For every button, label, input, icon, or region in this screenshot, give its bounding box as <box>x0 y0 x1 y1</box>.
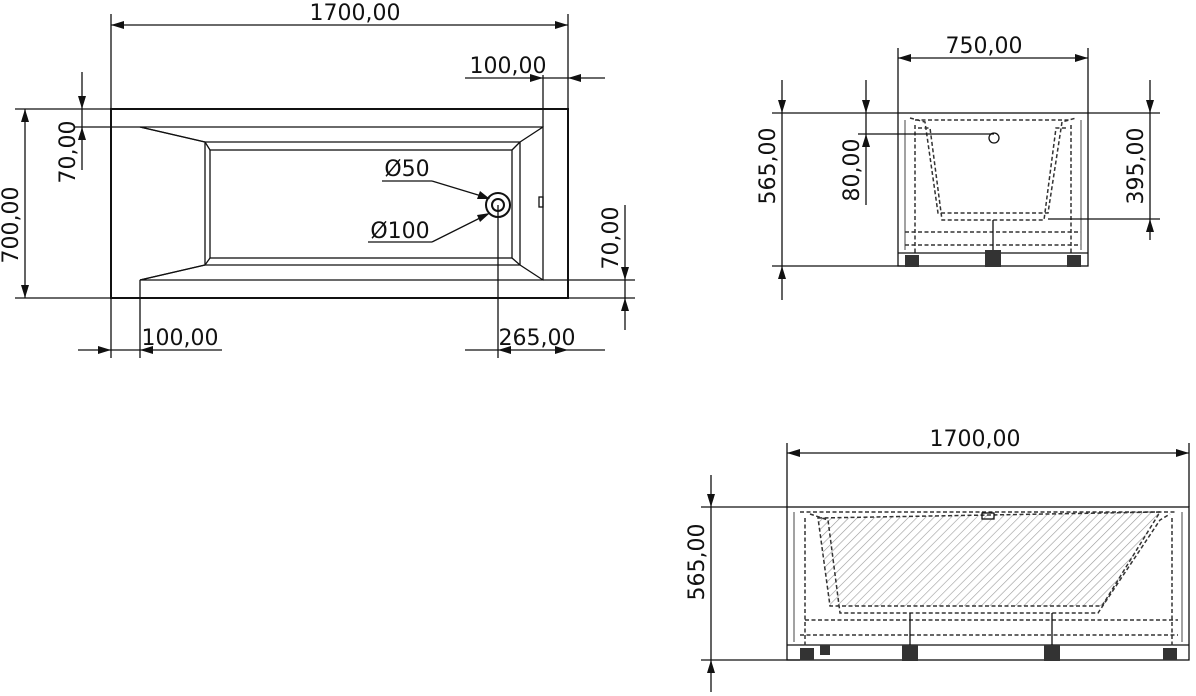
tub-outline-top <box>110 108 569 299</box>
dim-rim-top: 70,00 <box>56 121 81 184</box>
dim-side-length: 1700,00 <box>930 427 1021 452</box>
dim-rim-left: 100,00 <box>142 326 219 351</box>
end-view: 750,00 565,00 80,00 395,00 <box>756 34 1160 300</box>
dim-end-width: 750,00 <box>946 34 1023 59</box>
basin-floor <box>209 149 513 259</box>
dim-drain-offset: 265,00 <box>499 326 576 351</box>
dim-end-height: 565,00 <box>756 128 781 205</box>
dim-rim-right: 100,00 <box>470 54 547 79</box>
tub-outline-side <box>786 506 1190 661</box>
dim-end-inner-depth: 395,00 <box>1124 128 1149 205</box>
dim-overall-width: 700,00 <box>0 187 24 264</box>
dim-drain-small: Ø50 <box>384 157 429 182</box>
dim-end-rim-depth: 80,00 <box>840 139 865 202</box>
dim-drain-large: Ø100 <box>370 219 429 244</box>
side-view: 1700,00 565,00 <box>685 427 1190 692</box>
basin-section-side <box>817 511 1162 607</box>
dim-overall-length: 1700,00 <box>310 1 401 26</box>
dim-rim-bottom: 70,00 <box>599 207 624 270</box>
top-view: 1700,00 700,00 70,00 100,00 70,00 1 <box>0 1 635 358</box>
dim-side-height: 565,00 <box>685 524 710 601</box>
